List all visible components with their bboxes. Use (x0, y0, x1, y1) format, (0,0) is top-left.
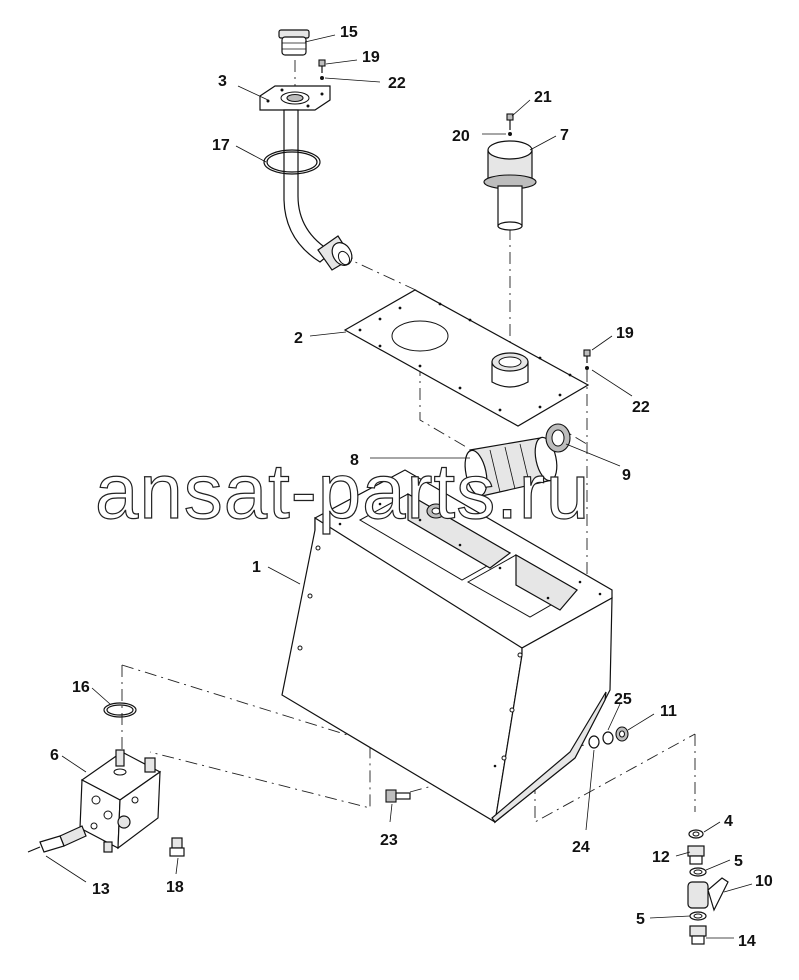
part-20-21-screw (506, 113, 514, 136)
callout-22-right: 22 (632, 399, 650, 416)
leader-lines (45, 34, 753, 939)
part-24-25-11-washers-nut (588, 726, 629, 749)
callout-25: 25 (614, 691, 632, 708)
part-5-washer-lower (689, 911, 707, 921)
callout-13: 13 (92, 881, 110, 898)
callout-20: 20 (452, 128, 470, 145)
watermark: ansat-parts.ru (95, 447, 590, 535)
callout-23: 23 (380, 832, 398, 849)
callout-7: 7 (560, 127, 569, 144)
part-3-filler-flange (259, 85, 331, 111)
callout-18: 18 (166, 879, 184, 896)
callout-2: 2 (294, 330, 303, 347)
part-7-breather (483, 140, 537, 231)
callout-10: 10 (755, 873, 773, 890)
callout-12: 12 (652, 849, 670, 866)
callout-5-upper: 5 (734, 853, 743, 870)
callout-24: 24 (572, 839, 590, 856)
part-15-filler-cap (278, 29, 310, 56)
callout-8: 8 (350, 452, 359, 469)
part-18-fitting (169, 837, 185, 857)
part-14-adapter (689, 925, 707, 945)
callout-3: 3 (218, 73, 227, 90)
part-23-screw (385, 789, 411, 803)
callout-9: 9 (622, 467, 631, 484)
part-6-valve-block (79, 749, 162, 853)
callout-4: 4 (724, 813, 733, 830)
callout-labels: 15 19 22 3 17 21 20 7 2 19 22 8 9 1 25 1… (50, 24, 773, 950)
part-19-22-screw-right (583, 349, 591, 370)
callout-19-right: 19 (616, 325, 634, 342)
part-2-cover-plate (343, 289, 590, 427)
part-9-fitting (545, 423, 571, 453)
callout-6: 6 (50, 747, 59, 764)
callout-21: 21 (534, 89, 552, 106)
callout-1: 1 (252, 559, 261, 576)
callout-22-top: 22 (388, 75, 406, 92)
part-16-oring (103, 702, 137, 718)
callout-15: 15 (340, 24, 358, 41)
callout-19-top: 19 (362, 49, 380, 66)
part-4-washer (688, 829, 704, 839)
callout-17: 17 (212, 137, 230, 154)
part-13-sensor (27, 825, 87, 853)
part-10-ball-valve (687, 877, 729, 912)
part-17-tube-and-oring (263, 109, 353, 271)
callout-16: 16 (72, 679, 90, 696)
callout-11: 11 (660, 703, 677, 720)
part-12-adapter (687, 845, 705, 865)
part-19-22-screw-top (318, 59, 326, 80)
part-1-tank (281, 469, 613, 824)
part-5-washer-upper (689, 867, 707, 877)
callout-14: 14 (738, 933, 756, 950)
callout-5-lower: 5 (636, 911, 645, 928)
